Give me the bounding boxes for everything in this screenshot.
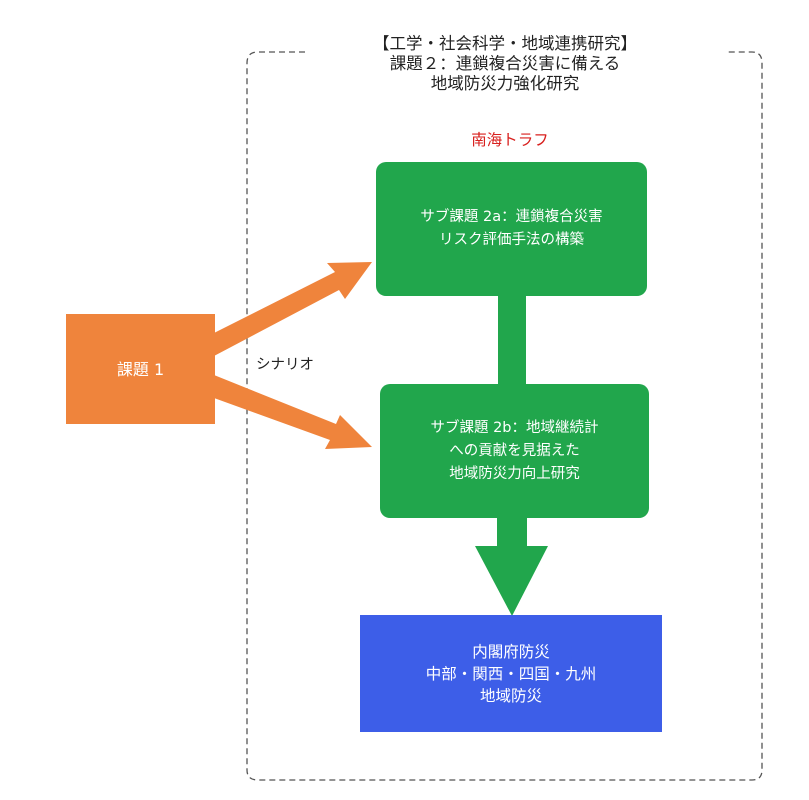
connector-2a-2b <box>498 294 526 386</box>
subtask-2b-line: 地域防災力向上研究 <box>449 465 580 482</box>
subtask-2b-box: サブ課題 2b：地域継続計 への貢献を見据えた 地域防災力向上研究 <box>380 384 649 518</box>
task1-box: 課題 1 <box>66 314 215 424</box>
title-line: 【工学・社会科学・地域連携研究】 <box>373 34 637 53</box>
subtask-2b-line: サブ課題 2b：地域継続計 <box>430 419 599 436</box>
subtask-2a-box: サブ課題 2a：連鎖複合災害 リスク評価手法の構築 <box>376 162 647 296</box>
region-label: 南海トラフ <box>471 131 549 149</box>
subtask-2a-line: リスク評価手法の構築 <box>438 232 584 248</box>
arrow-2b-to-cabinet <box>475 516 548 616</box>
scenario-label: シナリオ <box>256 357 314 373</box>
diagram-title: 【工学・社会科学・地域連携研究】 課題２：連鎖複合災害に備える 地域防災力強化研… <box>330 34 680 94</box>
cabinet-office-box: 内閣府防災 中部・関西・四国・九州 地域防災 <box>360 615 662 732</box>
cabinet-line: 中部・関西・四国・九州 <box>425 664 597 683</box>
cabinet-line: 内閣府防災 <box>472 642 550 661</box>
subtask-2a-line: サブ課題 2a：連鎖複合災害 <box>420 209 603 225</box>
subtask-2b-line: への貢献を見据えた <box>449 442 580 459</box>
cabinet-line: 地域防災 <box>479 686 542 705</box>
title-line: 地域防災力強化研究 <box>430 74 580 93</box>
arrow-task1-to-2a <box>214 262 372 356</box>
task1-label: 課題 1 <box>116 359 165 379</box>
arrow-task1-to-2b <box>214 375 372 449</box>
dashed-frame <box>246 51 763 781</box>
title-line: 課題２：連鎖複合災害に備える <box>389 54 621 73</box>
